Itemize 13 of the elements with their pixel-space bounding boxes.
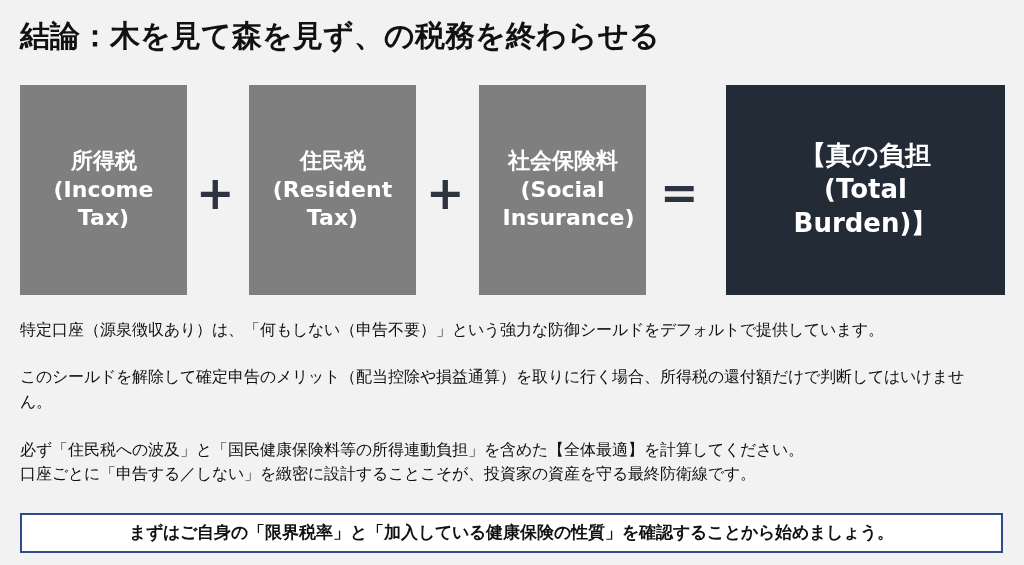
operator-sign: = [660,170,699,216]
title: 結論：木を見て森を見ず、の税務を終わらせる [20,17,660,55]
tax-box: 社会保険料 (Social Insurance) [479,85,646,295]
body-text: 特定口座（源泉徴収あり）は、「何もしない（申告不要）」という強力な防御シールドをデフォルトで提供しています。 [20,320,885,341]
total-box: 【真の負担 (Total Burden)】 [726,85,1005,295]
operator-sign: + [426,170,465,216]
tax-box: 住民税 (Resident Tax) [249,85,416,295]
tax-box: 所得税 (Income Tax) [20,85,187,295]
body-text: 口座ごとに「申告する／しない」を緻密に設計することこそが、投資家の資産を守る最終防衛線です。 [20,464,757,485]
note-box: まずはご自身の「限界税率」と「加入している健康保険の性質」を確認することから始めましょう。 [20,513,1003,553]
body-text: 必ず「住民税への波及」と「国民健康保険料等の所得連動負担」を含めた【全体最適】を計算してください。 [20,440,805,461]
body-text: このシールドを解除して確定申告のメリット（配当控除や損益通算）を取りに行く場合、所得税の還付額だけで判断してはいけません。 [20,367,965,413]
operator-sign: + [196,170,235,216]
